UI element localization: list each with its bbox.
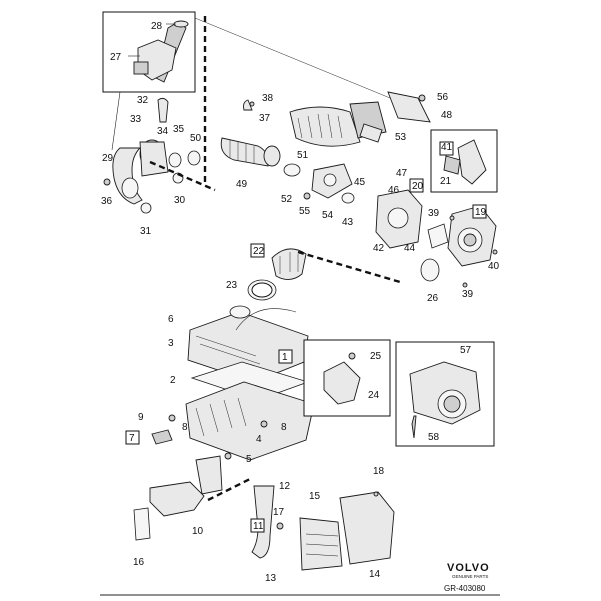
callout-40: 40	[488, 261, 500, 272]
callout-2: 2	[170, 375, 176, 386]
callout-48: 48	[441, 110, 453, 121]
callout-22: 22	[253, 246, 265, 257]
callout-12: 12	[279, 481, 291, 492]
callout-58: 58	[428, 432, 440, 443]
callout-30: 30	[174, 195, 186, 206]
callout-21: 21	[440, 176, 452, 187]
callout-36: 36	[101, 196, 113, 207]
callout-46: 46	[388, 185, 400, 196]
callout-25: 25	[370, 351, 382, 362]
inset-elbow	[395, 341, 495, 447]
callout-31: 31	[140, 226, 152, 237]
callout-56: 56	[437, 92, 449, 103]
callout-6: 6	[168, 314, 174, 325]
brand-block: VOLVO GENUINE PARTS GR-403080	[444, 562, 490, 593]
callout-54: 54	[322, 210, 334, 221]
callout-24: 24	[368, 390, 380, 401]
callout-13: 13	[265, 573, 277, 584]
hose-ring-group	[247, 248, 307, 301]
callout-14: 14	[369, 569, 381, 580]
callout-8a: 8	[182, 422, 188, 433]
callout-7: 7	[129, 433, 135, 444]
callout-4: 4	[256, 434, 262, 445]
callout-53: 53	[395, 132, 407, 143]
boxed-callouts	[125, 141, 487, 533]
callout-10: 10	[192, 526, 204, 537]
callout-20: 20	[412, 181, 424, 192]
callout-19: 19	[475, 207, 487, 218]
callout-57: 57	[460, 345, 472, 356]
callout-27: 27	[110, 52, 122, 63]
throttle-sensor-group	[103, 97, 201, 214]
callout-28: 28	[151, 21, 163, 32]
brand-tagline: GENUINE PARTS	[452, 574, 488, 579]
callout-8b: 8	[281, 422, 287, 433]
callout-26: 26	[427, 293, 439, 304]
callout-16: 16	[133, 557, 145, 568]
callout-23: 23	[226, 280, 238, 291]
callout-33: 33	[130, 114, 142, 125]
callout-9: 9	[138, 412, 144, 423]
callout-29: 29	[102, 153, 114, 164]
callout-50: 50	[190, 133, 202, 144]
callout-47: 47	[396, 168, 408, 179]
drawing-code: GR-403080	[444, 584, 486, 593]
callout-39b: 39	[462, 289, 474, 300]
throttle-body-group	[375, 189, 498, 288]
callout-5: 5	[246, 454, 252, 465]
callout-1: 1	[282, 352, 288, 363]
callout-42: 42	[373, 243, 385, 254]
callout-55: 55	[299, 206, 311, 217]
callout-15: 15	[309, 491, 321, 502]
inset-sensor	[303, 339, 391, 417]
callout-3: 3	[168, 338, 174, 349]
callout-39a: 39	[428, 208, 440, 219]
callout-45: 45	[354, 177, 366, 188]
callout-44: 44	[404, 243, 416, 254]
callout-41: 41	[441, 142, 453, 153]
brand-name: VOLVO	[447, 562, 490, 574]
inset-sensor-bolt	[102, 11, 196, 93]
lower-duct-group	[133, 455, 395, 571]
callout-18: 18	[373, 466, 385, 477]
callout-37: 37	[259, 113, 271, 124]
airbox-group	[151, 305, 315, 461]
intake-pipe-group	[220, 91, 431, 204]
inset-clip	[430, 129, 498, 193]
callout-35: 35	[173, 124, 185, 135]
callout-52: 52	[281, 194, 293, 205]
callout-49: 49	[236, 179, 248, 190]
callout-11: 11	[253, 521, 264, 532]
callout-51: 51	[297, 150, 309, 161]
callout-34: 34	[157, 126, 169, 137]
callout-38: 38	[262, 93, 274, 104]
callout-32: 32	[137, 95, 149, 106]
callout-17: 17	[273, 507, 285, 518]
callout-43: 43	[342, 217, 354, 228]
